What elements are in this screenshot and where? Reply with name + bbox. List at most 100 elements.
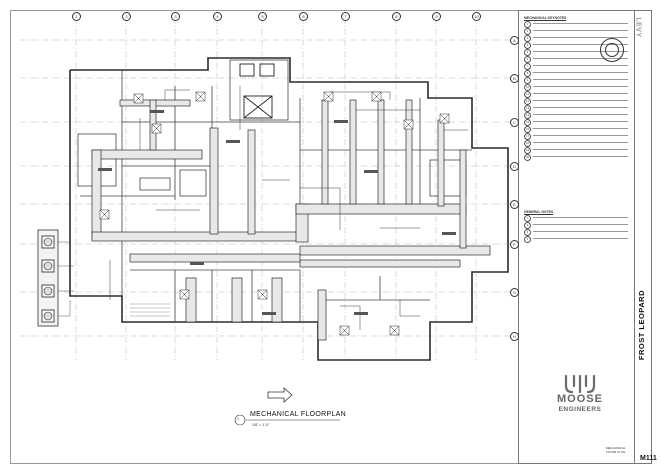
sheet-name: MECHANICAL FLOOR PLAN [606, 446, 626, 454]
note-number: 20 [524, 154, 531, 162]
note-row: 6 [524, 56, 628, 64]
note-text-line [533, 231, 628, 233]
project-name-strip [634, 10, 652, 464]
note-text-line [533, 142, 628, 144]
grid-bubble-top: 10 [472, 12, 481, 21]
note-number: 2 [524, 222, 531, 230]
note-text-line [533, 100, 628, 102]
grid-bubble-top: 6 [299, 12, 308, 21]
grid-bubble-top: 3 [171, 12, 180, 21]
sheet-number: M111 [640, 455, 657, 462]
branch-ducts [109, 86, 468, 330]
condensing-units [37, 229, 74, 327]
note-row: 10 [524, 84, 628, 92]
note-text-line [533, 23, 628, 25]
note-row: 1 [524, 21, 628, 29]
note-text-line [533, 149, 628, 151]
drawing-title: MECHANICAL FLOORPLAN [250, 411, 346, 418]
note-number: 2 [524, 28, 531, 36]
note-text-line [533, 65, 628, 67]
note-text-line [533, 121, 628, 123]
note-text-line [533, 135, 628, 137]
note-number: 5 [524, 49, 531, 57]
note-row: 9 [524, 77, 628, 85]
note-number: 17 [524, 133, 531, 141]
ahu-unit [239, 63, 275, 119]
note-row: 15 [524, 119, 628, 127]
note-number: 14 [524, 112, 531, 120]
note-number: 10 [524, 84, 531, 92]
note-text-line [533, 238, 628, 240]
project-name: FROST LEOPARD [637, 290, 646, 361]
grid-bubble-top: 5 [258, 12, 267, 21]
note-number: 9 [524, 77, 531, 85]
note-row: 16 [524, 126, 628, 134]
note-text-line [533, 114, 628, 116]
general-notes-heading: GENERAL NOTES [524, 210, 554, 214]
keynotes-heading: MECHANICAL KEYNOTES [524, 16, 567, 20]
drawing-scale: 1/8" = 1'-0" [252, 423, 270, 427]
note-row: 4 [524, 236, 628, 244]
grid-bubble-right: G [510, 288, 519, 297]
note-row: 2 [524, 222, 628, 230]
note-number: 1 [524, 215, 531, 223]
grid-bubble-top: 8 [392, 12, 401, 21]
note-row: 2 [524, 28, 628, 36]
note-number: 15 [524, 119, 531, 127]
grid-bubble-right: B [510, 74, 519, 83]
grid-bubble-top: 1 [72, 12, 81, 21]
firm-name-line2: ENGINEERS [558, 406, 602, 413]
grid-bubble-top: 9 [432, 12, 441, 21]
engineer-seal [600, 38, 624, 62]
grid-bubble-right: H [510, 332, 519, 341]
note-number: 4 [524, 236, 531, 244]
note-number: 3 [524, 35, 531, 43]
note-number: 3 [524, 229, 531, 237]
note-row: 1 [524, 215, 628, 223]
note-text-line [533, 224, 628, 226]
firm-name-line1: MOOSE [557, 393, 603, 405]
ductwork [91, 99, 491, 341]
note-number: 4 [524, 42, 531, 50]
grid-bubble-top: 7 [341, 12, 350, 21]
note-row: 18 [524, 140, 628, 148]
note-text-line [533, 107, 628, 109]
note-text-line [533, 79, 628, 81]
note-row: 13 [524, 105, 628, 113]
note-text-line [533, 30, 628, 32]
note-row: 3 [524, 35, 628, 43]
note-number: 19 [524, 147, 531, 155]
note-number: 11 [524, 91, 531, 99]
north-arrow [267, 387, 293, 403]
moose-antler-icon [564, 374, 596, 394]
note-text-line [533, 37, 628, 39]
note-row: 11 [524, 91, 628, 99]
detail-number: 1 [237, 417, 239, 421]
note-row: 3 [524, 229, 628, 237]
note-text-line [533, 44, 628, 46]
note-text-line [533, 58, 628, 60]
note-row: 5 [524, 49, 628, 57]
grid-bubble-right: F [510, 240, 519, 249]
note-row: 14 [524, 112, 628, 120]
note-number: 7 [524, 63, 531, 71]
note-text-line [533, 86, 628, 88]
note-text-line [533, 156, 628, 158]
note-number: 13 [524, 105, 531, 113]
note-number: 1 [524, 21, 531, 29]
grid-bubble-top: 2 [122, 12, 131, 21]
note-text-line [533, 72, 628, 74]
grid-bubble-top: 4 [213, 12, 222, 21]
diffusers [99, 91, 450, 336]
architect-logo: LEVY [634, 17, 642, 38]
equipment-tags [98, 110, 456, 315]
note-text-line [533, 51, 628, 53]
note-number: 18 [524, 140, 531, 148]
note-row: 4 [524, 42, 628, 50]
note-text-line [533, 128, 628, 130]
